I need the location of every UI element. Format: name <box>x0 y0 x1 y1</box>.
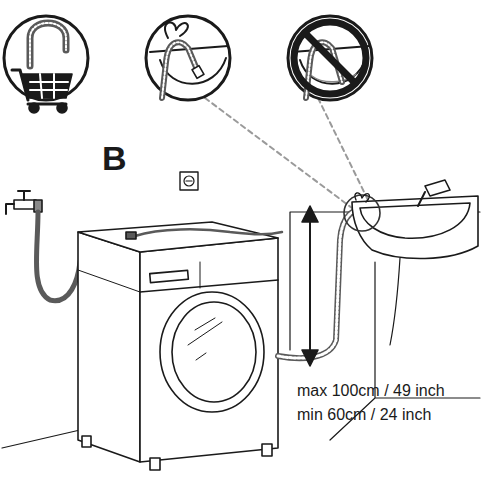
correct-detail-circle <box>146 16 230 100</box>
washing-machine <box>78 222 282 470</box>
guide-line <box>205 98 352 208</box>
dimension-label: min 60cm / 24 inch <box>297 406 431 424</box>
sink <box>352 180 478 345</box>
floor-line <box>2 430 80 448</box>
detail-marker <box>344 195 380 231</box>
wall-socket <box>180 172 198 190</box>
guide-line <box>318 98 368 200</box>
cart-detail-circle <box>4 16 88 113</box>
hose-tie <box>355 193 370 202</box>
wrong-detail-circle <box>288 16 372 100</box>
height-dimension <box>302 206 318 366</box>
dimension-label: max 100cm / 49 inch <box>297 382 445 400</box>
section-letter: B <box>102 140 127 177</box>
